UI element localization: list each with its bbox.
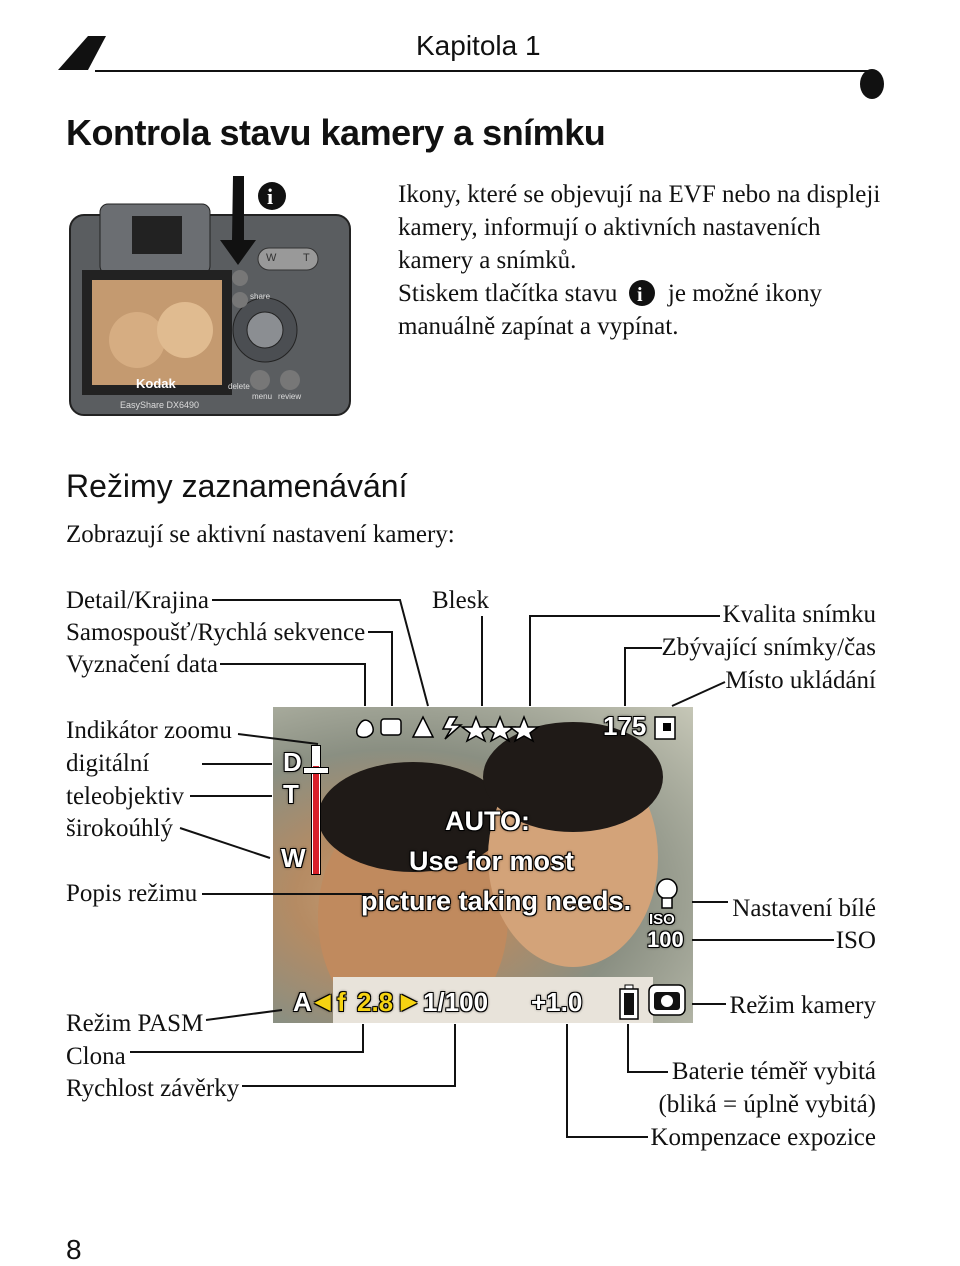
macro-icon	[355, 719, 374, 739]
label-pasm-mode: Režim PASM	[66, 1010, 204, 1037]
lcd-exposure: +1.0	[531, 987, 583, 1017]
zoom-bar-fill	[313, 766, 319, 874]
lcd-iso-label: ISO	[649, 911, 675, 928]
lcd-top-icons	[355, 714, 541, 743]
leader-aperture	[130, 1024, 364, 1053]
section-subtitle: Zobrazují se aktivní nastavení kamery:	[66, 521, 455, 548]
label-battery-blink: (bliká = úplně vybitá)	[658, 1091, 876, 1118]
quality-star-icon	[507, 714, 541, 743]
lcd-zoom-w: W	[281, 843, 306, 873]
lcd-photo	[318, 722, 663, 1023]
intro-line: manuálně zapínat a vypínat.	[398, 313, 679, 340]
label-date-stamp: Vyznačení data	[66, 651, 219, 678]
label-mode-description: Popis režimu	[66, 880, 198, 907]
lcd-zoom-d: D	[283, 747, 302, 777]
intro-line-part: Stiskem tlačítka stavu	[398, 280, 618, 307]
label-white-balance: Nastavení bílé	[732, 895, 876, 922]
white-balance-icon	[656, 878, 678, 909]
lcd-shutter: 1/100	[423, 987, 489, 1017]
review-button-label: review	[278, 392, 302, 401]
zoom-bar-marker	[303, 767, 329, 774]
label-battery-low: Baterie téměř vybitá	[671, 1058, 876, 1085]
leader-remaining	[624, 647, 662, 706]
burst-icon	[380, 718, 402, 736]
leader-battery	[627, 1024, 668, 1073]
intro-line-part: je možné ikony	[667, 280, 823, 307]
header-rule	[95, 70, 870, 72]
camera-mode-icon	[648, 984, 686, 1016]
lcd-mode-line: picture taking needs.	[361, 886, 632, 916]
label-pictures-remaining: Zbývající snímky/čas	[661, 634, 876, 661]
svg-text:i: i	[637, 284, 643, 306]
lcd-picture-count: 175	[603, 711, 647, 741]
label-camera-mode: Režim kamery	[729, 992, 876, 1019]
label-zoom-indicator: Indikátor zoomu	[66, 717, 232, 744]
leader-pasm	[205, 1009, 283, 1021]
chapter-tab-shape	[58, 36, 106, 70]
label-aperture: Clona	[66, 1043, 126, 1070]
delete-button-label: delete	[228, 382, 250, 391]
camera-brand: Kodak	[136, 376, 176, 391]
lcd-iso-value: 100	[647, 927, 684, 952]
label-iso: ISO	[835, 927, 876, 954]
lcd-arrow-right: ▶	[401, 991, 417, 1013]
lcd-screen: 175 D T W AUTO: Use for most picture tak…	[273, 707, 693, 1023]
label-shutter-speed: Rychlost závěrky	[66, 1075, 240, 1102]
storage-card-icon	[654, 716, 676, 740]
lcd-pasm: A	[293, 987, 312, 1017]
label-digital: digitální	[66, 750, 150, 777]
lcd-mode-line: Use for most	[409, 846, 575, 876]
leader-storage	[671, 681, 726, 707]
leader-date	[220, 663, 366, 706]
label-exposure-comp: Kompenzace expozice	[650, 1124, 876, 1151]
battery-icon	[619, 984, 639, 1020]
page-number: 8	[66, 1234, 82, 1265]
lcd-zoom-t: T	[283, 779, 299, 809]
intro-line: kamery, informují o aktivních nastaveníc…	[398, 214, 821, 241]
camera-illustration: i Kodak EasyShare DX6490 share delete me…	[60, 170, 360, 420]
flash-icon	[441, 716, 463, 740]
page-title: Kontrola stavu kamery a snímku	[66, 112, 606, 153]
leader-wide	[179, 827, 271, 859]
label-detail-landscape: Detail/Krajina	[66, 587, 209, 614]
camera-model: EasyShare DX6490	[120, 400, 200, 410]
share-button-label: share	[250, 292, 271, 301]
label-telephoto: teleobjektiv	[66, 783, 185, 810]
leader-exposure	[566, 1024, 648, 1138]
lcd-aperture-value: 2.8	[357, 987, 394, 1017]
intro-line: kamery a snímků.	[398, 247, 577, 274]
menu-button-label: menu	[252, 392, 273, 401]
label-selftimer-burst: Samospoušť/Rychlá sekvence	[66, 619, 366, 646]
intro-paragraph: Ikony, které se objevují na EVF nebo na …	[398, 178, 898, 343]
lcd-aperture-f: f	[337, 987, 346, 1017]
label-flash: Blesk	[432, 587, 489, 614]
zoom-t-button-label: T	[303, 252, 310, 264]
page-tab-marker	[860, 69, 884, 99]
label-image-quality: Kvalita snímku	[722, 601, 876, 628]
leader-selftimer	[368, 631, 393, 706]
label-storage-location: Místo ukládání	[725, 667, 876, 694]
chapter-label: Kapitola 1	[416, 30, 541, 61]
zoom-bar	[311, 745, 321, 875]
svg-text:i: i	[267, 184, 273, 209]
leader-quality	[529, 615, 720, 706]
intro-line: Ikony, které se objevují na EVF nebo na …	[398, 181, 881, 208]
info-button-icon: i	[628, 280, 655, 306]
lcd-mode-title: AUTO:	[445, 806, 530, 836]
section-heading: Režimy zaznamenávání	[66, 468, 408, 504]
leader-zoom-indicator	[237, 733, 319, 745]
camera-back-drawing: i	[69, 176, 351, 416]
zoom-w-button-label: W	[266, 252, 277, 264]
label-wide: širokoúhlý	[66, 815, 173, 842]
intro-line: Stiskem tlačítka stavu i je možné ikony	[398, 277, 898, 310]
leader-shutter	[242, 1024, 456, 1087]
lcd-arrow-left: ◀	[315, 991, 331, 1013]
leader-detail-landscape	[212, 599, 429, 707]
landscape-icon	[411, 715, 435, 738]
